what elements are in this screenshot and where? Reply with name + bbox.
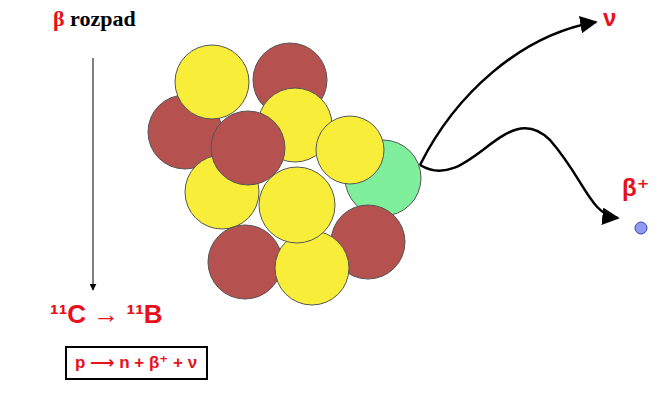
reaction-label: ¹¹C → ¹¹B	[50, 300, 163, 330]
emission-arrow	[420, 22, 596, 165]
emission-arrow	[420, 128, 618, 218]
particle-label: β⁺	[622, 174, 649, 202]
particle-label: ν	[603, 4, 616, 32]
positron-dot	[635, 222, 647, 234]
equation-box: p ⟶ n + β⁺ + ν	[65, 346, 208, 380]
title: β rozpad	[53, 6, 136, 31]
nucleus	[148, 43, 421, 305]
equation-text: p ⟶ n + β⁺ + ν	[75, 353, 198, 373]
down-arrow	[93, 58, 94, 290]
